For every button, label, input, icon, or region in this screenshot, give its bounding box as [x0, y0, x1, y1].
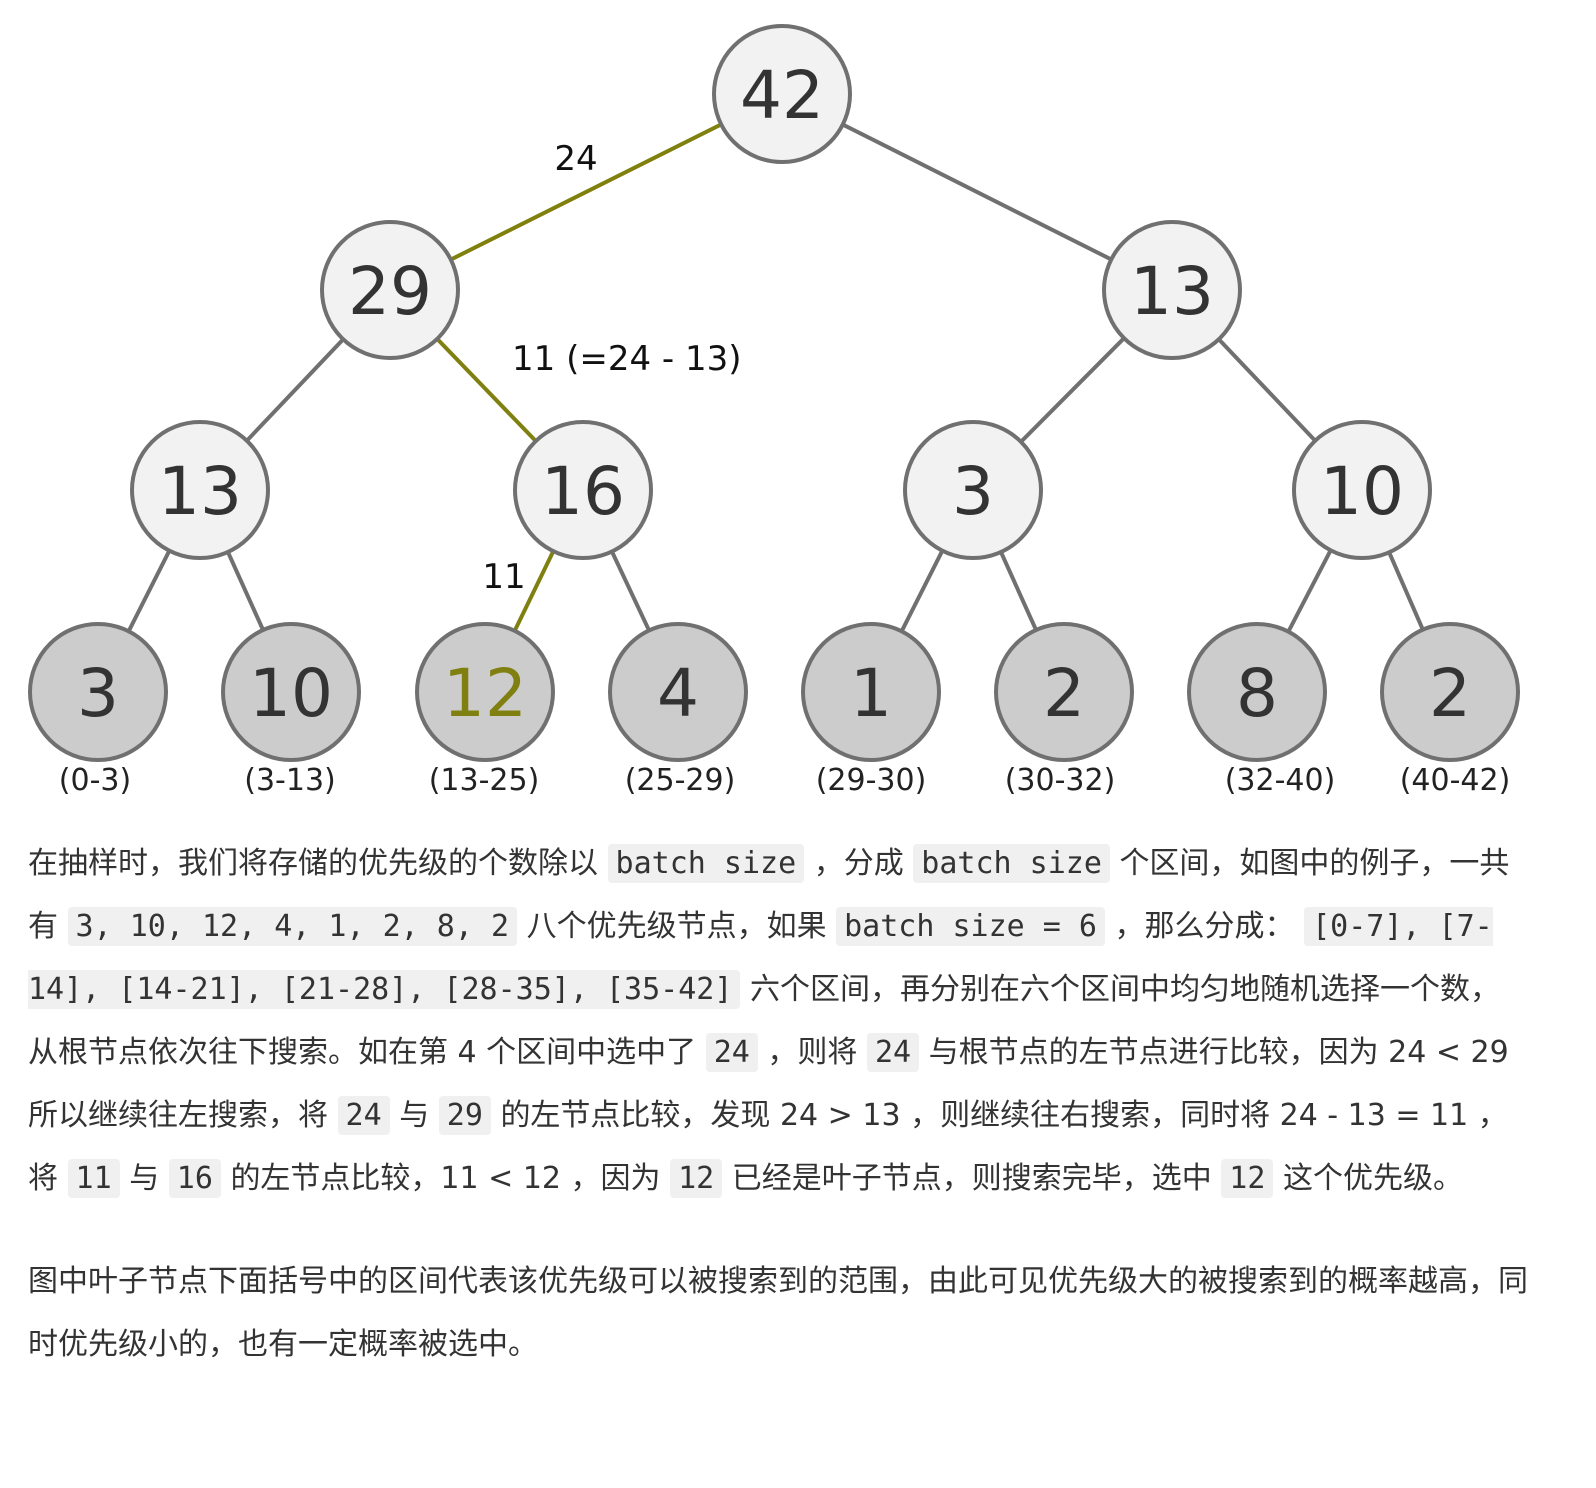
text-segment: ，那么分成： — [1114, 909, 1295, 944]
node-circle — [513, 420, 653, 560]
tree-node: 42 — [712, 24, 852, 164]
leaf-node: 10 — [221, 622, 361, 762]
node-value: 16 — [541, 453, 625, 530]
node-circle — [1102, 220, 1242, 360]
node-circle — [320, 220, 460, 360]
edge-label: 11 — [482, 557, 525, 597]
node-value: 2 — [1429, 655, 1471, 732]
tree-node: 16 — [513, 420, 653, 560]
tree-edge-root-l1b — [781, 92, 1173, 292]
leaf-node: 2 — [1380, 622, 1520, 762]
inline-code: 12 — [670, 1159, 723, 1198]
leaf-range-label: (29-30) — [816, 763, 927, 798]
leaf-range-label: (32-40) — [1225, 763, 1336, 798]
explanation-paragraph: 在抽样时，我们将存储的优先级的个数除以 batch size ，分成 batch… — [28, 832, 1528, 1210]
inline-code: 3, 10, 12, 4, 1, 2, 8, 2 — [67, 907, 518, 946]
inline-code: batch size = 6 — [836, 907, 1105, 946]
leaf-range-label: (25-29) — [625, 763, 736, 798]
text-segment: 已经是叶子节点，则搜索完毕，选中 — [731, 1161, 1212, 1196]
inline-code: 16 — [168, 1159, 221, 1198]
tree-node: 29 — [320, 220, 460, 360]
tree-edge-root-l1a — [389, 92, 783, 292]
edge-label: 24 — [554, 139, 597, 179]
node-value: 1 — [850, 655, 892, 732]
summary-paragraph: 图中叶子节点下面括号中的区间代表该优先级可以被搜索到的范围，由此可见优先级大的被… — [28, 1264, 1528, 1362]
node-circle — [130, 420, 270, 560]
node-circle — [1292, 420, 1432, 560]
node-circle — [415, 622, 555, 762]
leaf-node: 8 — [1187, 622, 1327, 762]
text-segment: 在抽样时，我们将存储的优先级的个数除以 — [28, 846, 598, 881]
tree-edges — [96, 92, 1452, 693]
text-segment: 这个优先级。 — [1282, 1161, 1463, 1196]
text-segment: 与根节点的左节点进行比较，因为 24 < 29 所以继续往左搜索，将 — [28, 1035, 1509, 1133]
node-circle — [994, 622, 1134, 762]
text-segment: 六个区间，再分别在六个区间中均匀地随机选择一个数，从根节点依次往下搜索。如在第 … — [28, 972, 1500, 1070]
tree-node: 13 — [1102, 220, 1242, 360]
text-segment: 与 — [129, 1161, 160, 1196]
article-text: 在抽样时，我们将存储的优先级的个数除以 batch size ，分成 batch… — [28, 832, 1528, 1376]
inline-code: 24 — [337, 1096, 390, 1135]
text-segment: ，则将 — [767, 1035, 858, 1070]
node-value: 12 — [443, 655, 527, 732]
text-segment: ，分成 — [813, 846, 904, 881]
leaf-range-label: (40-42) — [1400, 763, 1511, 798]
tree-node: 10 — [1292, 420, 1432, 560]
node-circle — [28, 622, 168, 762]
inline-code: 24 — [705, 1033, 758, 1072]
node-value: 13 — [158, 453, 242, 530]
text-segment: 八个优先级节点，如果 — [526, 909, 827, 944]
node-value: 29 — [348, 253, 432, 330]
text-segment: 的左节点比较，发现 24 > 13 ，则继续往右搜索，同时将 24 - 13 =… — [28, 1098, 1508, 1196]
inline-code: 12 — [1221, 1159, 1274, 1198]
inline-code: batch size — [913, 844, 1110, 883]
edge-label: 11 (=24 - 13) — [512, 339, 742, 379]
node-circle — [608, 622, 748, 762]
node-value: 13 — [1130, 253, 1214, 330]
inline-code: batch size — [607, 844, 805, 883]
node-value: 10 — [1320, 453, 1404, 530]
leaf-node: 1 — [801, 622, 941, 762]
leaf-range-label: (0-3) — [59, 763, 131, 798]
node-circle — [801, 622, 941, 762]
tree-node: 3 — [903, 420, 1043, 560]
node-value: 4 — [657, 655, 699, 732]
node-value: 10 — [249, 655, 333, 732]
node-value: 8 — [1236, 655, 1278, 732]
leaf-node: 2 — [994, 622, 1134, 762]
leaf-range-label: (13-25) — [429, 763, 540, 798]
node-circle — [1187, 622, 1327, 762]
node-value: 3 — [952, 453, 994, 530]
node-value: 42 — [740, 57, 824, 134]
leaf-node: 3 — [28, 622, 168, 762]
leaf-node: 4 — [608, 622, 748, 762]
node-value: 2 — [1043, 655, 1085, 732]
text-segment: 的左节点比较，11 < 12 ，因为 — [230, 1161, 661, 1196]
tree-node: 13 — [130, 420, 270, 560]
inline-code: 11 — [67, 1159, 120, 1198]
node-circle — [221, 622, 361, 762]
leaf-range-label: (3-13) — [244, 763, 336, 798]
leaf-range-label: (30-32) — [1005, 763, 1116, 798]
node-circle — [903, 420, 1043, 560]
node-circle — [712, 24, 852, 164]
text-segment: 个区间，如图中的例子，一共有 — [28, 846, 1510, 944]
text-segment: 与 — [399, 1098, 430, 1133]
inline-code: 24 — [866, 1033, 920, 1072]
node-value: 3 — [77, 655, 119, 732]
node-circle — [1380, 622, 1520, 762]
leaf-node: 12 — [415, 622, 555, 762]
inline-code: 29 — [438, 1096, 491, 1135]
